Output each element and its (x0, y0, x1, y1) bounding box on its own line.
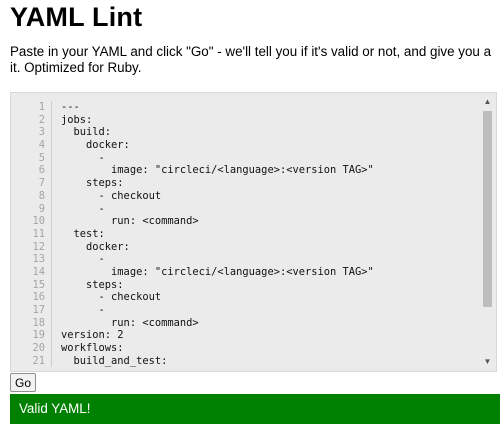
code-line[interactable]: 9 - (11, 202, 374, 216)
line-text[interactable]: --- (51, 101, 80, 114)
code-line[interactable]: 8 - checkout (11, 189, 374, 203)
line-number: 14 (32, 265, 45, 278)
line-text[interactable]: - (51, 304, 105, 317)
code-line[interactable]: 12 docker: (11, 240, 374, 254)
line-number: 12 (32, 240, 45, 253)
line-text[interactable]: workflows: (51, 342, 124, 355)
line-text[interactable]: docker: (51, 240, 130, 254)
code-line[interactable]: 16 - checkout (11, 291, 374, 304)
line-text[interactable]: run: <command> (51, 316, 199, 330)
line-text[interactable]: test: (51, 227, 105, 241)
line-text[interactable]: jobs: (51, 113, 92, 127)
code-line[interactable]: 7 steps: (11, 177, 374, 190)
line-number: 17 (32, 304, 45, 316)
go-button[interactable]: Go (10, 373, 36, 392)
code-line[interactable]: 15 steps: (11, 278, 374, 292)
line-number: 15 (32, 278, 45, 291)
line-number: 9 (38, 202, 45, 215)
code-line[interactable]: 14 image: "circleci/<language>:<version … (11, 265, 374, 279)
line-number: 13 (32, 253, 45, 266)
code-line[interactable]: 5 - (11, 151, 374, 165)
page-title: YAML Lint (10, 2, 143, 32)
line-number: 4 (38, 139, 45, 152)
line-number: 1 (38, 101, 45, 113)
line-number: 5 (38, 151, 45, 164)
intro-line-1: Paste in your YAML and click "Go" - we'l… (10, 44, 492, 59)
line-text[interactable]: run: <command> (51, 215, 199, 228)
line-number: 7 (38, 177, 45, 190)
code-line[interactable]: 20 workflows: (11, 342, 374, 355)
code-line[interactable]: 2 jobs: (11, 113, 374, 127)
code-line[interactable]: 21 build_and_test: (11, 354, 374, 368)
scroll-thumb[interactable] (483, 111, 492, 307)
line-number: 6 (38, 164, 45, 177)
code-line[interactable]: 11 test: (11, 227, 374, 241)
line-number: 18 (32, 316, 45, 329)
line-text[interactable]: - (51, 202, 105, 216)
line-text[interactable]: - (51, 151, 105, 165)
line-number: 10 (32, 215, 45, 228)
vertical-scrollbar[interactable]: ▲ ▼ (479, 93, 496, 371)
intro-text: Paste in your YAML and click "Go" - we'l… (10, 44, 500, 75)
intro-line-2: it. Optimized for Ruby. (10, 59, 142, 75)
scroll-down-icon[interactable]: ▼ (483, 357, 492, 366)
line-number: 16 (32, 291, 45, 304)
line-number: 8 (38, 189, 45, 202)
code-line[interactable]: 10 run: <command> (11, 215, 374, 228)
line-number: 3 (38, 126, 45, 139)
line-text[interactable]: build: (51, 126, 111, 140)
line-text[interactable]: steps: (51, 278, 124, 292)
line-text[interactable]: docker: (51, 139, 130, 152)
line-number: 2 (38, 113, 45, 126)
code-line[interactable]: 3 build: (11, 126, 374, 140)
validation-result: Valid YAML! (10, 394, 500, 424)
code-line[interactable]: 4 docker: (11, 139, 374, 152)
line-text[interactable]: - checkout (51, 291, 161, 304)
line-number: 20 (32, 342, 45, 355)
line-number: 21 (32, 354, 45, 367)
code-line[interactable]: 19 version: 2 (11, 329, 374, 343)
code-line[interactable]: 1 --- (11, 101, 374, 114)
line-text[interactable]: - checkout (51, 189, 161, 203)
code-line[interactable]: 18 run: <command> (11, 316, 374, 330)
line-text[interactable]: image: "circleci/<language>:<version TAG… (51, 164, 374, 178)
code-line[interactable]: 6 image: "circleci/<language>:<version T… (11, 164, 374, 178)
line-text[interactable]: steps: (51, 177, 124, 190)
line-text[interactable]: version: 2 (51, 329, 124, 343)
line-number: 11 (32, 227, 45, 240)
line-text[interactable]: - (51, 253, 105, 266)
line-number: 19 (32, 329, 45, 342)
code-line[interactable]: 13 - (11, 253, 374, 266)
scroll-up-icon[interactable]: ▲ (483, 97, 492, 106)
line-text[interactable]: build_and_test: (51, 354, 167, 368)
line-text[interactable]: image: "circleci/<language>:<version TAG… (51, 265, 374, 279)
code-line[interactable]: 17 - (11, 304, 374, 317)
